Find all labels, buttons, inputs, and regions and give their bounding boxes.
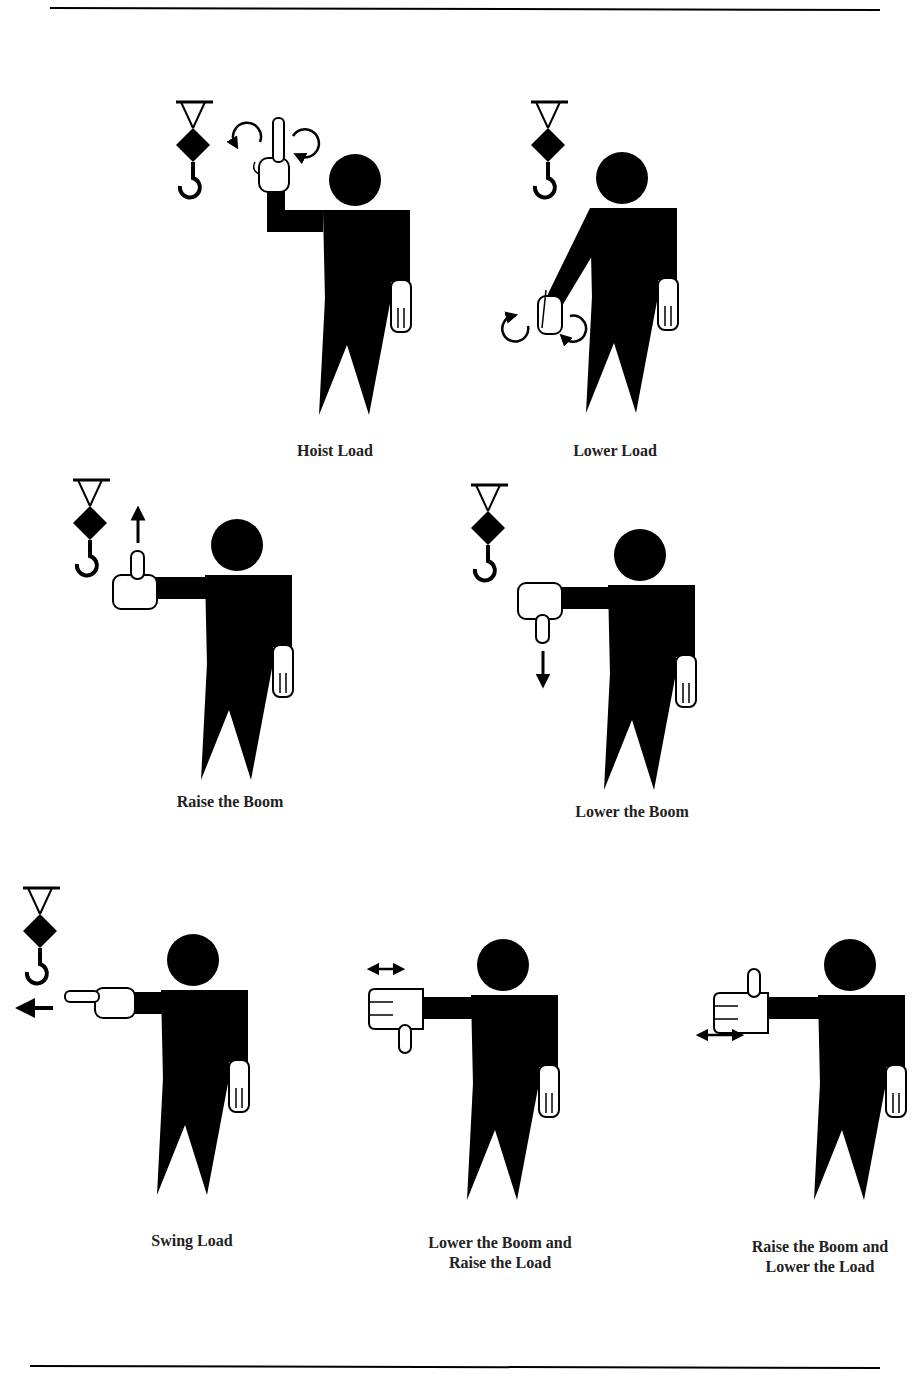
raise-boom-lower-load-signal [702, 939, 906, 1200]
bottom-rule [30, 1366, 880, 1368]
signal-caption: Lower Load [530, 441, 700, 461]
signal-caption: Lower the Boom [542, 802, 722, 822]
raise-boom-signal [73, 480, 293, 780]
lower-boom-raise-load-signal [369, 939, 559, 1200]
top-rule [50, 8, 880, 10]
signal-caption: Lower the Boom and Raise the Load [413, 1233, 588, 1273]
signal-caption: Raise the Boom [140, 792, 320, 812]
signal-caption: Hoist Load [250, 441, 420, 461]
lower-load-signal [502, 102, 678, 413]
swing-load-signal [23, 888, 249, 1195]
signal-caption: Raise the Boom and Lower the Load [735, 1237, 905, 1277]
signal-caption: Swing Load [107, 1231, 277, 1251]
hoist-signal [176, 102, 411, 415]
lower-boom-signal [471, 485, 696, 790]
